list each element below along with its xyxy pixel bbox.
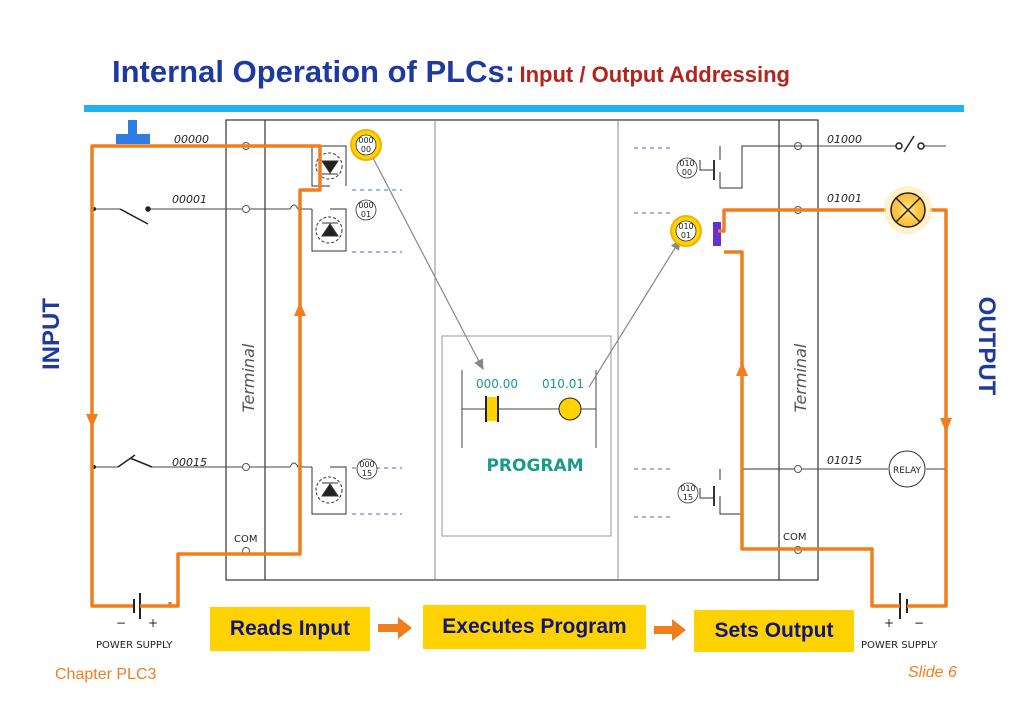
input-indicator-0: 000 00 <box>350 129 382 161</box>
svg-text:01: 01 <box>681 231 691 240</box>
flow-arrow <box>294 302 306 316</box>
output-switch-icon <box>895 135 925 153</box>
footer-slide: Slide 6 <box>908 664 957 681</box>
read-arrow <box>372 157 484 371</box>
title-divider <box>84 105 964 112</box>
svg-text:000: 000 <box>359 460 374 469</box>
relay-label: RELAY <box>893 466 922 476</box>
page-title: Internal Operation of PLCs: Input / Outp… <box>112 54 790 90</box>
output-relay-contact-active <box>713 222 721 246</box>
title-main: Internal Operation of PLCs: <box>112 54 516 89</box>
output-indicator-2: 010 15 <box>677 482 699 504</box>
optocoupler-icon <box>311 208 402 253</box>
flow-arrow <box>940 418 952 432</box>
svg-text:000: 000 <box>358 136 373 145</box>
input-indicator-1: 000 01 <box>355 199 377 221</box>
input-terminal-screw <box>242 463 250 471</box>
output-terminal-screw <box>794 465 802 473</box>
lamp-icon <box>884 186 932 234</box>
footer-chapter: Chapter PLC3 <box>55 666 157 683</box>
input-current-path <box>90 144 322 608</box>
step-reads-input: Reads Input <box>210 607 370 651</box>
limit-switch-icon <box>92 206 151 225</box>
step-arrow-icon <box>378 617 412 639</box>
output-terminal-label: Terminal <box>791 343 810 412</box>
relay-icon: RELAY <box>888 450 926 488</box>
input-terminal-label: Terminal <box>239 343 258 412</box>
input-terminal-screw <box>242 205 250 213</box>
program-label: PROGRAM <box>486 456 583 476</box>
input-power-supply-icon <box>124 593 170 619</box>
write-arrow <box>588 238 681 388</box>
output-current-path <box>718 208 948 608</box>
output-address-1: 01001 <box>827 192 862 205</box>
output-address-2: 01015 <box>827 454 862 467</box>
step-sets-output: Sets Output <box>694 610 854 652</box>
output-supply-minus: − <box>914 616 924 630</box>
step-arrow-icon <box>654 619 686 641</box>
input-address-1: 00001 <box>172 193 207 206</box>
output-indicator-1: 010 01 <box>670 215 702 247</box>
svg-text:00: 00 <box>361 145 371 154</box>
program-coil-address: 010.01 <box>542 377 584 391</box>
input-address-0: 00000 <box>174 133 209 146</box>
svg-text:15: 15 <box>683 493 693 502</box>
output-address-0: 01000 <box>827 133 862 146</box>
step-executes-program: Executes Program <box>423 605 646 649</box>
pushbutton-switch-icon <box>116 120 150 144</box>
output-power-supply-icon <box>888 593 918 619</box>
output-indicator-0: 010 00 <box>676 157 698 179</box>
svg-text:00: 00 <box>682 168 692 177</box>
optocoupler-icon <box>311 145 402 191</box>
svg-text:15: 15 <box>362 469 372 478</box>
program-contact-address: 000.00 <box>476 377 518 391</box>
input-com-label: COM <box>234 534 257 545</box>
output-power-supply-label: POWER SUPPLY <box>861 640 938 651</box>
flow-arrow <box>736 362 748 376</box>
svg-text:010: 010 <box>680 484 695 493</box>
output-supply-plus: + <box>884 616 894 630</box>
svg-text:010: 010 <box>678 222 693 231</box>
output-com-label: COM <box>783 532 806 543</box>
ladder-contact-icon <box>485 396 499 422</box>
input-supply-plus: + <box>148 616 158 630</box>
svg-text:01: 01 <box>361 210 371 219</box>
title-sub: Input / Output Addressing <box>519 62 790 87</box>
svg-text:000: 000 <box>358 201 373 210</box>
program-box <box>441 335 612 537</box>
input-power-supply-label: POWER SUPPLY <box>96 640 173 651</box>
input-supply-minus: − <box>116 616 126 630</box>
ladder-coil-icon <box>558 397 582 421</box>
flow-arrow <box>86 414 98 428</box>
svg-text:010: 010 <box>679 159 694 168</box>
input-address-2: 00015 <box>172 456 207 469</box>
input-indicator-2: 000 15 <box>356 458 378 480</box>
